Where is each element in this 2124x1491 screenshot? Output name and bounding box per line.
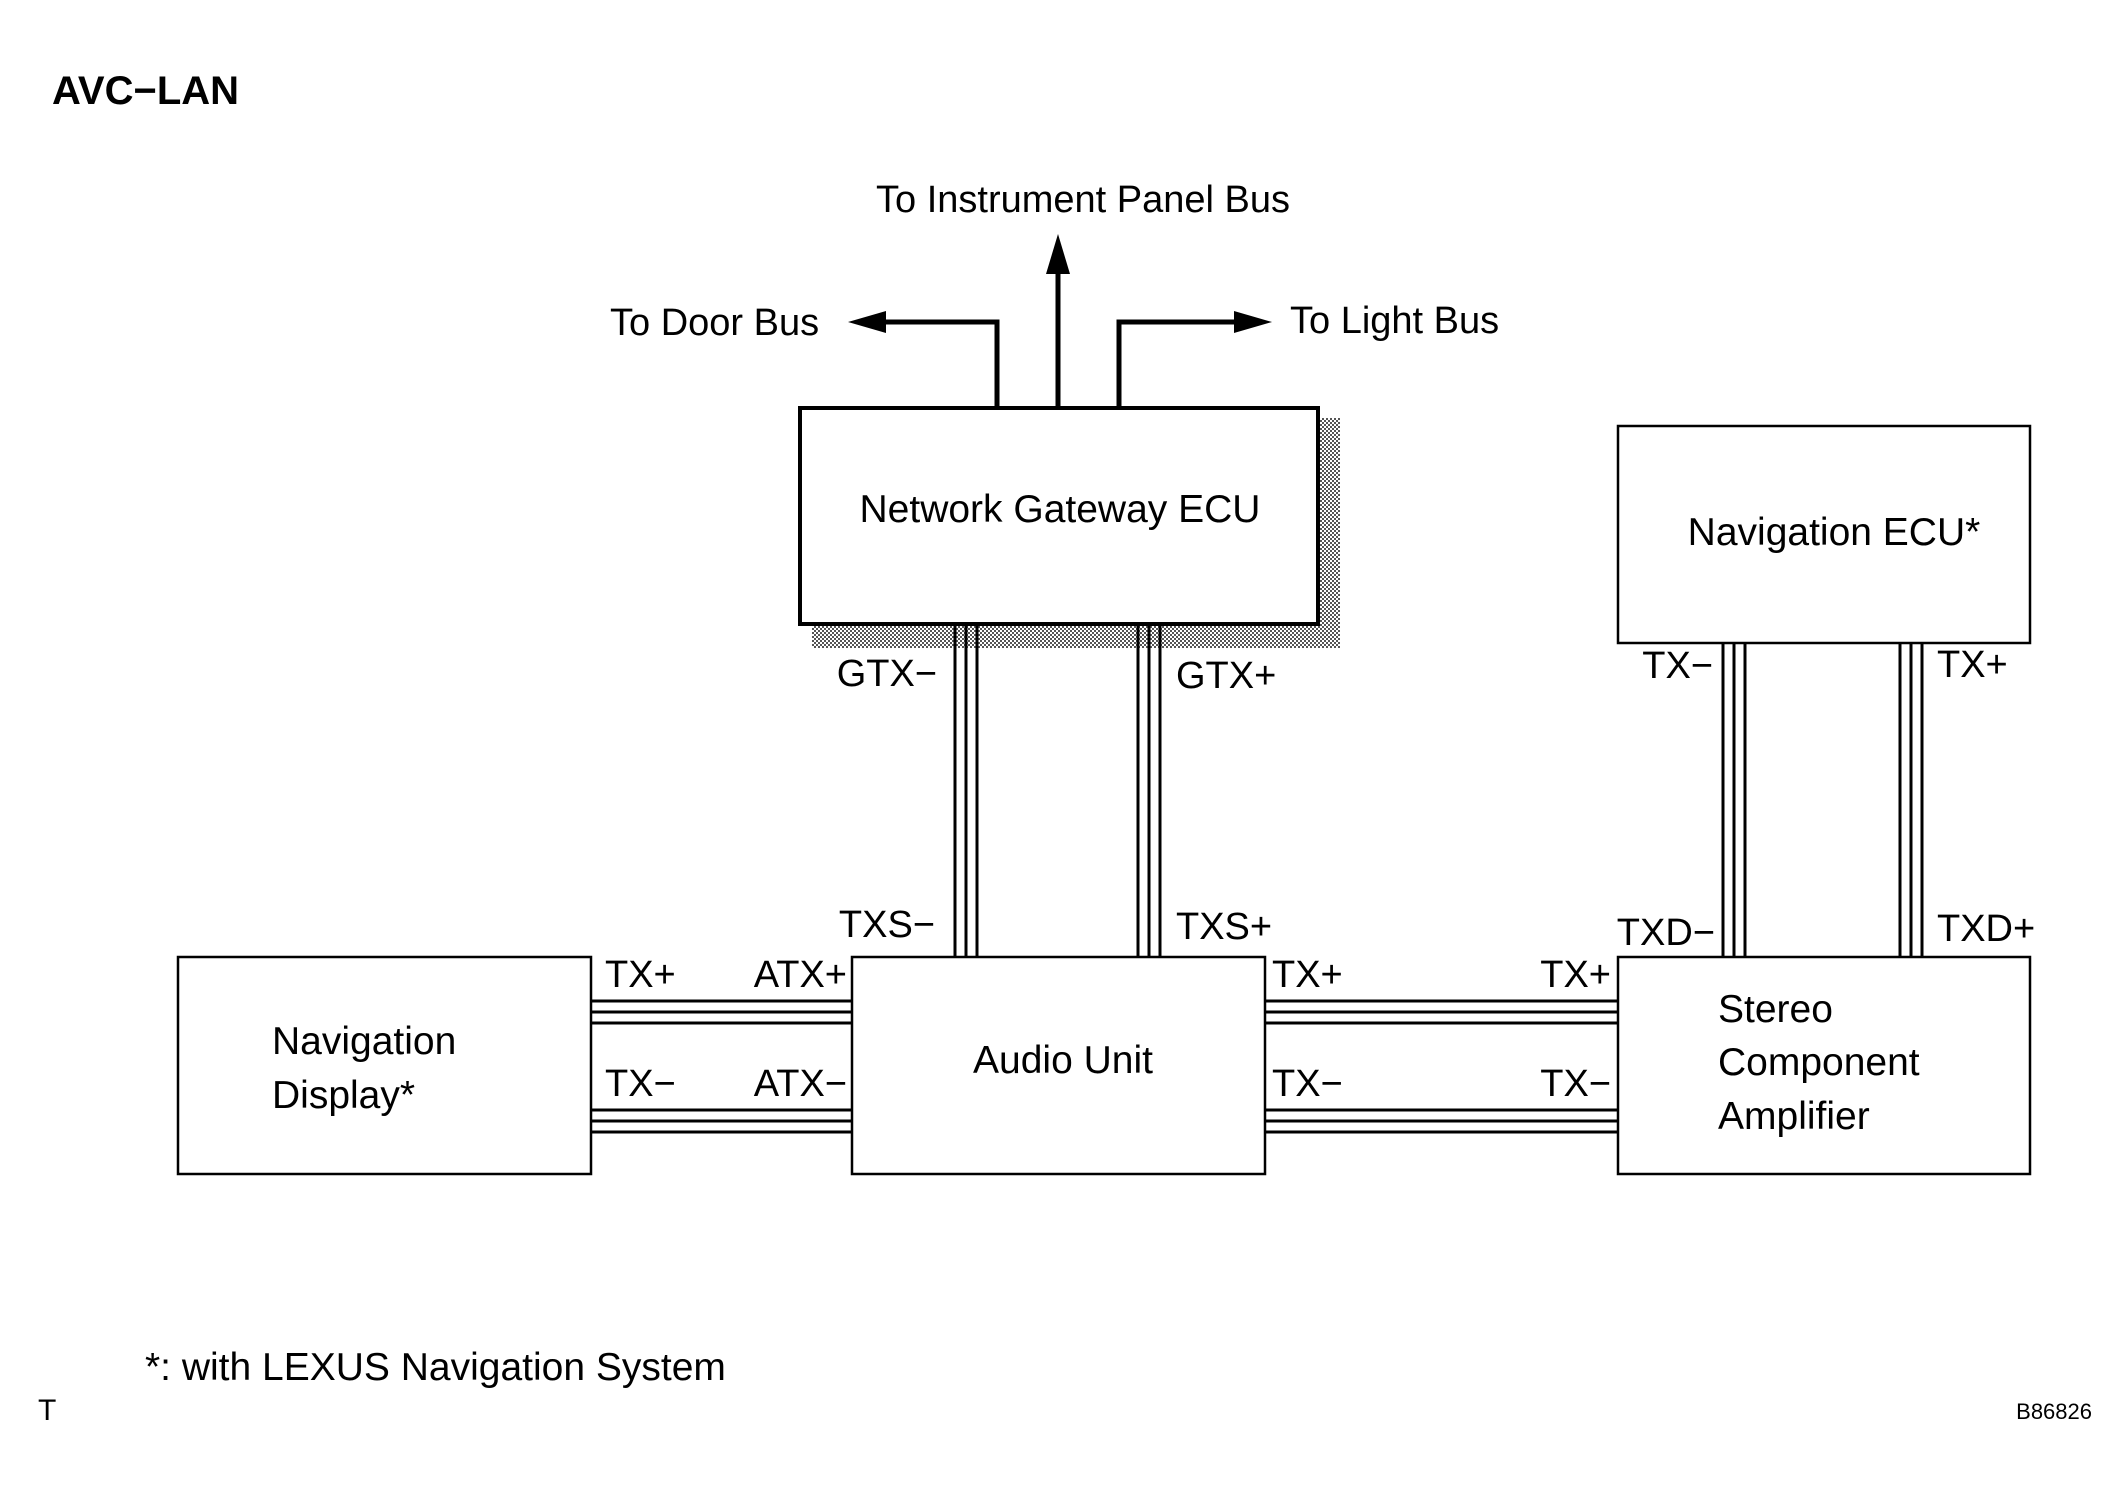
pin-amp-tx-minus: TX− bbox=[1540, 1063, 1611, 1105]
network-gateway-ecu-box bbox=[798, 406, 1320, 626]
pin-txs-minus: TXS− bbox=[839, 904, 935, 946]
pin-atx-minus: ATX− bbox=[754, 1063, 847, 1105]
navigation-display-box bbox=[176, 955, 593, 1176]
left-arrow-icon bbox=[848, 311, 886, 333]
light-bus-arrow-line bbox=[1116, 319, 1240, 408]
corner-mark: T bbox=[38, 1394, 56, 1427]
figure-code: B86826 bbox=[2016, 1399, 2092, 1424]
pin-txd-minus: TXD− bbox=[1617, 912, 1715, 954]
gateway-audio-wires bbox=[953, 624, 1162, 957]
footnote: *: with LEXUS Navigation System bbox=[145, 1346, 726, 1389]
navecu-amplifier-wires bbox=[1721, 643, 1924, 957]
pin-navecu-tx-plus: TX+ bbox=[1937, 644, 2008, 686]
right-arrow-icon bbox=[1234, 311, 1272, 333]
network-gateway-ecu-label: Network Gateway ECU bbox=[860, 488, 1261, 531]
stereo-amplifier-label-line2: Component bbox=[1718, 1041, 1920, 1084]
audio-unit-box bbox=[850, 955, 1267, 1176]
pin-audio-tx-plus: TX+ bbox=[1272, 954, 1343, 996]
navigation-display-label-line1: Navigation bbox=[272, 1020, 456, 1063]
pin-display-tx-plus: TX+ bbox=[605, 954, 676, 996]
instrument-panel-bus-label: To Instrument Panel Bus bbox=[876, 179, 1290, 221]
pin-audio-tx-minus: TX− bbox=[1272, 1063, 1343, 1105]
pin-gtx-plus: GTX+ bbox=[1176, 655, 1276, 697]
audio-unit-label: Audio Unit bbox=[973, 1039, 1153, 1082]
light-bus-label: To Light Bus bbox=[1290, 300, 1499, 342]
pin-navecu-tx-minus: TX− bbox=[1642, 645, 1713, 687]
stereo-amplifier-label-line1: Stereo bbox=[1718, 988, 1833, 1031]
door-bus-label: To Door Bus bbox=[610, 302, 819, 344]
pin-txd-plus: TXD+ bbox=[1937, 908, 2035, 950]
navigation-ecu-box bbox=[1616, 424, 2032, 645]
pin-gtx-minus: GTX− bbox=[837, 653, 937, 695]
pin-display-tx-minus: TX− bbox=[605, 1063, 676, 1105]
audio-amplifier-wires bbox=[1265, 999, 1618, 1134]
stereo-amplifier-box bbox=[1616, 955, 2032, 1176]
bus-arrows bbox=[848, 234, 1272, 408]
pin-atx-plus: ATX+ bbox=[754, 954, 847, 996]
pin-txs-plus: TXS+ bbox=[1176, 906, 1272, 948]
pin-amp-tx-plus: TX+ bbox=[1540, 954, 1611, 996]
navigation-display-label-line2: Display* bbox=[272, 1074, 415, 1117]
stereo-amplifier-label-line3: Amplifier bbox=[1718, 1095, 1870, 1138]
navigation-ecu-label: Navigation ECU* bbox=[1688, 511, 1981, 554]
door-bus-arrow-line bbox=[880, 319, 1000, 408]
display-audio-wires bbox=[591, 999, 852, 1134]
up-arrow-icon bbox=[1046, 234, 1070, 274]
diagram-title: AVC−LAN bbox=[52, 69, 239, 113]
